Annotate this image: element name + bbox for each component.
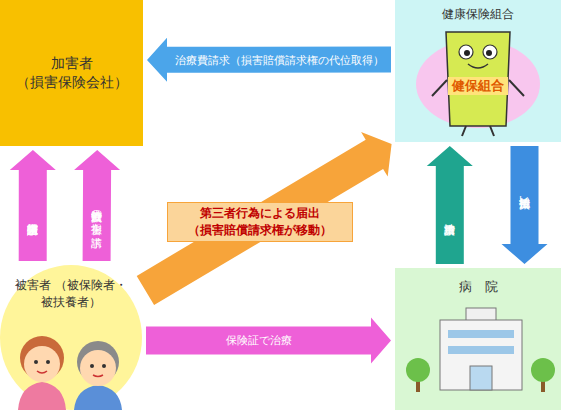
block-arrow	[137, 132, 392, 305]
hospital-box: 病 院	[395, 268, 561, 410]
arrow-label: 保険証で治療	[226, 334, 292, 347]
ellipse-shape	[0, 265, 142, 410]
block-arrow	[74, 150, 120, 261]
node-title: 健康保険組合	[395, 6, 561, 23]
block-arrow	[10, 150, 56, 261]
node-title: 加害者 （損害保険会社）	[0, 54, 143, 92]
block-arrow	[146, 317, 391, 363]
party-box: 加害者 （損害保険会社）	[0, 0, 143, 146]
insurer-box: 健康保険組合健保組合	[395, 0, 561, 142]
arrow-label: 治療費後払い	[518, 153, 531, 237]
block-arrow	[427, 146, 473, 264]
node-title: 病 院	[395, 278, 561, 296]
arrow-label: 第三者行為による届出 （損害賠償請求権が移動）	[167, 202, 353, 242]
block-arrow	[147, 38, 391, 82]
block-arrow	[502, 146, 548, 264]
arrow-label: 治療費以外の損害を請求	[90, 182, 103, 248]
arrow-label: 治療費請求（損害賠償請求権の代位取得）	[175, 53, 384, 66]
mascot-text: 健保組合	[448, 77, 508, 95]
node-title: 被害者 （被保険者・被扶養者）	[0, 277, 142, 311]
victim-ellipse: 被害者 （被保険者・被扶養者）	[0, 265, 142, 410]
arrow-label: 治療費請求	[443, 175, 456, 255]
arrow-label: 損害賠償請求権発生	[26, 187, 39, 243]
